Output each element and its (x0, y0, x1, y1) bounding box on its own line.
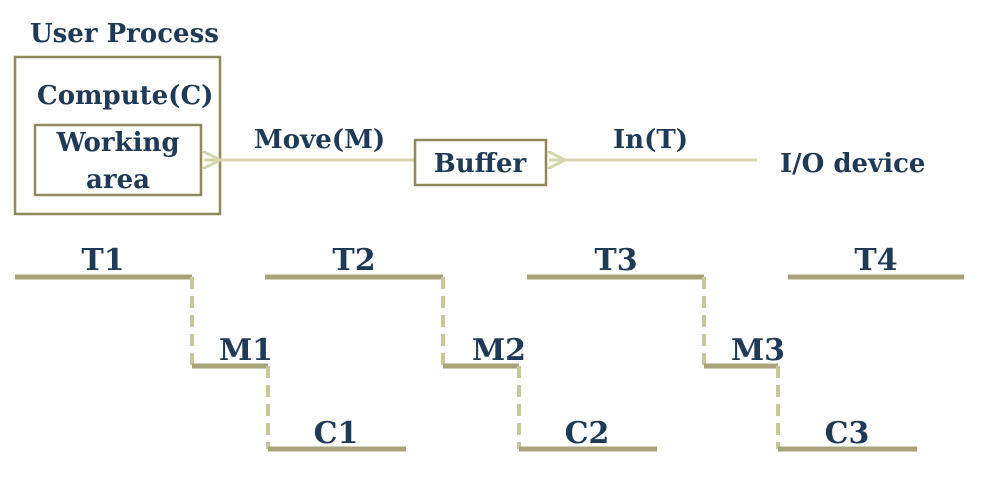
m2-label: M2 (472, 333, 526, 368)
c2-label: C2 (565, 416, 610, 451)
buffer-label: Buffer (434, 149, 527, 179)
io-device-label: I/O device (780, 149, 925, 179)
working-area-label-line1: Working (55, 128, 179, 158)
t4-label: T4 (854, 243, 897, 278)
working-area-box (33, 123, 203, 197)
c1-label: C1 (314, 416, 359, 451)
t1-label: T1 (81, 243, 124, 278)
buffer-box (413, 138, 548, 187)
working-area-label-line2: area (86, 165, 150, 195)
c3-label: C3 (825, 416, 870, 451)
in-label: In(T) (613, 125, 688, 155)
m1-label: M1 (219, 333, 273, 368)
t2-label: T2 (332, 243, 375, 278)
move-label: Move(M) (254, 125, 385, 155)
m3-label: M3 (731, 333, 785, 368)
t3-label: T3 (594, 243, 637, 278)
user-process-box (13, 55, 222, 216)
compute-label: Compute(C) (37, 81, 213, 111)
user-process-title: User Process (30, 19, 219, 49)
